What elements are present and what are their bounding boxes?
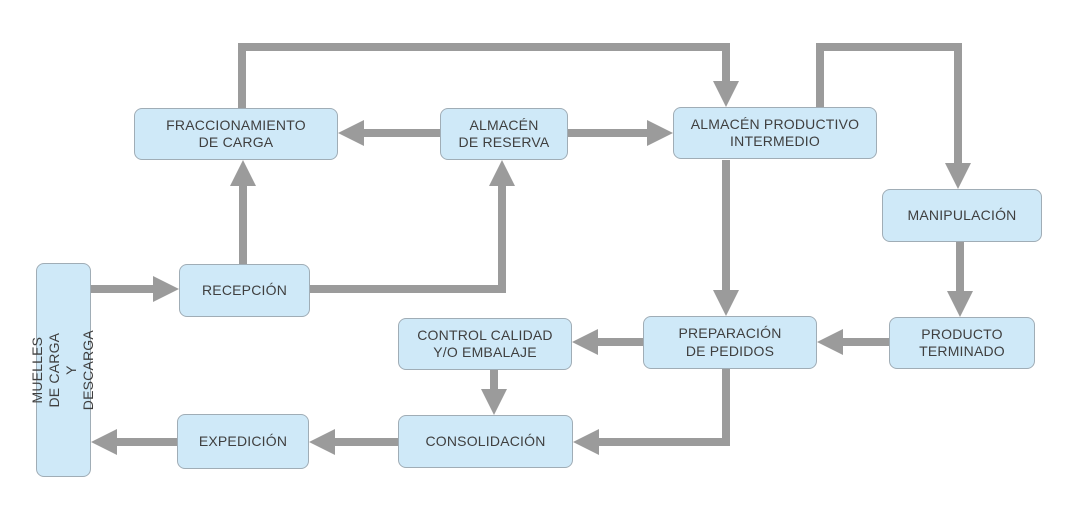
node-label: CONTROL CALIDAD Y/O EMBALAJE <box>417 326 553 360</box>
node-expedicion: EXPEDICIÓN <box>177 414 309 469</box>
node-label: PREPARACIÓN DE PEDIDOS <box>678 325 782 359</box>
node-label: PRODUCTO TERMINADO <box>919 325 1005 359</box>
arrow-preparacion-to-consolidacion <box>573 369 730 455</box>
node-label: MANIPULACIÓN <box>907 206 1017 223</box>
arrow-recepcion-to-almacen-reserva <box>310 160 515 293</box>
node-almacen-de-reserva: ALMACÉN DE RESERVA <box>440 108 568 160</box>
arrow-fraccionamiento-to-almacen-productivo <box>238 43 739 108</box>
node-label: CONSOLIDACIÓN <box>425 432 546 449</box>
node-manipulacion: MANIPULACIÓN <box>882 189 1042 242</box>
node-label: RECEPCIÓN <box>201 281 288 298</box>
node-label: FRACCIONAMIENTO DE CARGA <box>166 116 306 150</box>
node-recepcion: RECEPCIÓN <box>179 264 310 317</box>
node-label: EXPEDICIÓN <box>198 432 288 449</box>
node-label: ALMACÉN DE RESERVA <box>458 116 550 150</box>
node-label: ALMACÉN PRODUCTIVO INTERMEDIO <box>690 115 860 149</box>
node-fraccionamiento-de-carga: FRACCIONAMIENTO DE CARGA <box>134 108 338 160</box>
arrow-almacen-productivo-to-manipulacion <box>816 43 971 189</box>
node-muelles-de-carga: MUELLES DE CARGA Y DESCARGA <box>29 263 97 477</box>
node-control-calidad-embalaje: CONTROL CALIDAD Y/O EMBALAJE <box>398 318 572 370</box>
node-producto-terminado: PRODUCTO TERMINADO <box>889 317 1035 369</box>
node-almacen-productivo-intermedio: ALMACÉN PRODUCTIVO INTERMEDIO <box>673 107 877 159</box>
node-preparacion-de-pedidos: PREPARACIÓN DE PEDIDOS <box>643 316 817 369</box>
node-label: MUELLES DE CARGA Y DESCARGA <box>29 329 97 411</box>
node-consolidacion: CONSOLIDACIÓN <box>398 415 573 468</box>
